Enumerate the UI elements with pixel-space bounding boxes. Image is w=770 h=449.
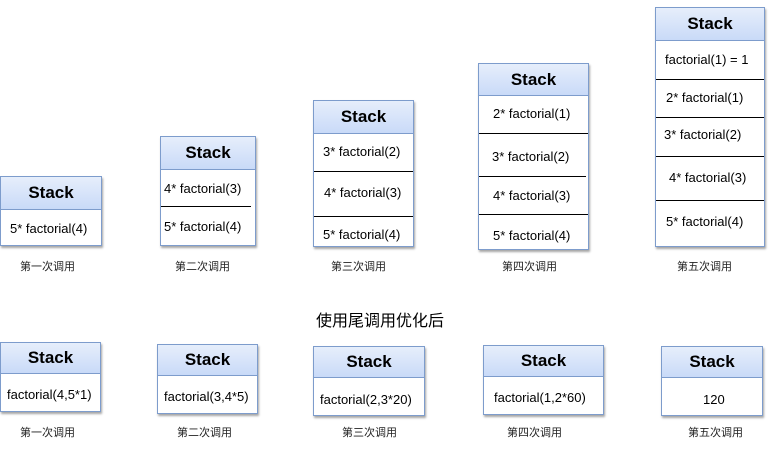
- stack-frame: 2* factorial(1): [666, 90, 744, 105]
- tail-stack-call-5: Stack 120: [661, 346, 763, 416]
- stack-frame: factorial(2,3*20): [320, 392, 412, 407]
- stack-frame: 5* factorial(4): [666, 214, 744, 229]
- frame-divider: [656, 200, 764, 201]
- stack-header: Stack: [314, 347, 424, 378]
- frame-divider: [161, 206, 251, 207]
- stack-header: Stack: [161, 137, 255, 170]
- stack-frame: 4* factorial(3): [324, 185, 402, 200]
- stack-frame: 120: [703, 392, 725, 407]
- stack-frame: factorial(1,2*60): [494, 390, 586, 405]
- call-caption: 第一次调用: [20, 427, 75, 439]
- frame-divider: [656, 117, 764, 118]
- stack-header: Stack: [479, 64, 588, 96]
- frame-divider: [314, 171, 413, 172]
- call-caption: 第三次调用: [342, 427, 397, 439]
- frame-divider: [656, 156, 764, 157]
- call-caption: 第五次调用: [688, 427, 743, 439]
- stack-frame: 3* factorial(2): [664, 127, 742, 142]
- call-caption: 第五次调用: [677, 261, 732, 273]
- stack-frame: 4* factorial(3): [669, 170, 747, 185]
- frame-divider: [656, 79, 764, 80]
- tail-stack-call-3: Stack factorial(2,3*20): [313, 346, 425, 416]
- stack-frame: 2* factorial(1): [493, 106, 571, 121]
- stack-frame: 3* factorial(2): [492, 149, 570, 164]
- stack-header: Stack: [1, 343, 100, 374]
- stack-header: Stack: [484, 346, 603, 377]
- stack-call-3: Stack 3* factorial(2) 4* factorial(3) 5*…: [313, 100, 414, 247]
- stack-header: Stack: [656, 8, 764, 41]
- stack-frame: 5* factorial(4): [164, 219, 242, 234]
- stack-header: Stack: [158, 345, 257, 376]
- tail-stack-call-1: Stack factorial(4,5*1): [0, 342, 101, 412]
- call-caption: 第二次调用: [177, 427, 232, 439]
- stack-call-2: Stack 4* factorial(3) 5* factorial(4): [160, 136, 256, 246]
- tail-stack-call-4: Stack factorial(1,2*60): [483, 345, 604, 415]
- stack-call-4: Stack 2* factorial(1) 3* factorial(2) 4*…: [478, 63, 589, 250]
- section-title: 使用尾调用优化后: [316, 313, 445, 330]
- call-caption: 第四次调用: [507, 427, 562, 439]
- stack-frame: 4* factorial(3): [164, 181, 242, 196]
- stack-header: Stack: [314, 101, 413, 134]
- call-caption: 第四次调用: [502, 261, 557, 273]
- stack-frame: 5* factorial(4): [323, 227, 401, 242]
- stack-frame: factorial(4,5*1): [7, 387, 92, 402]
- stack-frame: factorial(3,4*5): [164, 389, 249, 404]
- stack-header: Stack: [1, 177, 101, 210]
- call-caption: 第二次调用: [175, 261, 230, 273]
- frame-divider: [479, 133, 588, 134]
- stack-call-1: Stack 5* factorial(4): [0, 176, 102, 246]
- frame-divider: [479, 176, 586, 177]
- call-caption: 第一次调用: [20, 261, 75, 273]
- frame-divider: [479, 214, 588, 215]
- stack-frame: 3* factorial(2): [323, 144, 401, 159]
- stack-frame: 4* factorial(3): [493, 188, 571, 203]
- frame-divider: [314, 216, 413, 217]
- call-caption: 第三次调用: [331, 261, 386, 273]
- stack-call-5: Stack factorial(1) = 1 2* factorial(1) 3…: [655, 7, 765, 247]
- stack-frame: factorial(1) = 1: [665, 52, 749, 67]
- tail-stack-call-2: Stack factorial(3,4*5): [157, 344, 258, 414]
- stack-header: Stack: [662, 347, 762, 378]
- stack-frame: 5* factorial(4): [10, 221, 88, 236]
- stack-frame: 5* factorial(4): [493, 228, 571, 243]
